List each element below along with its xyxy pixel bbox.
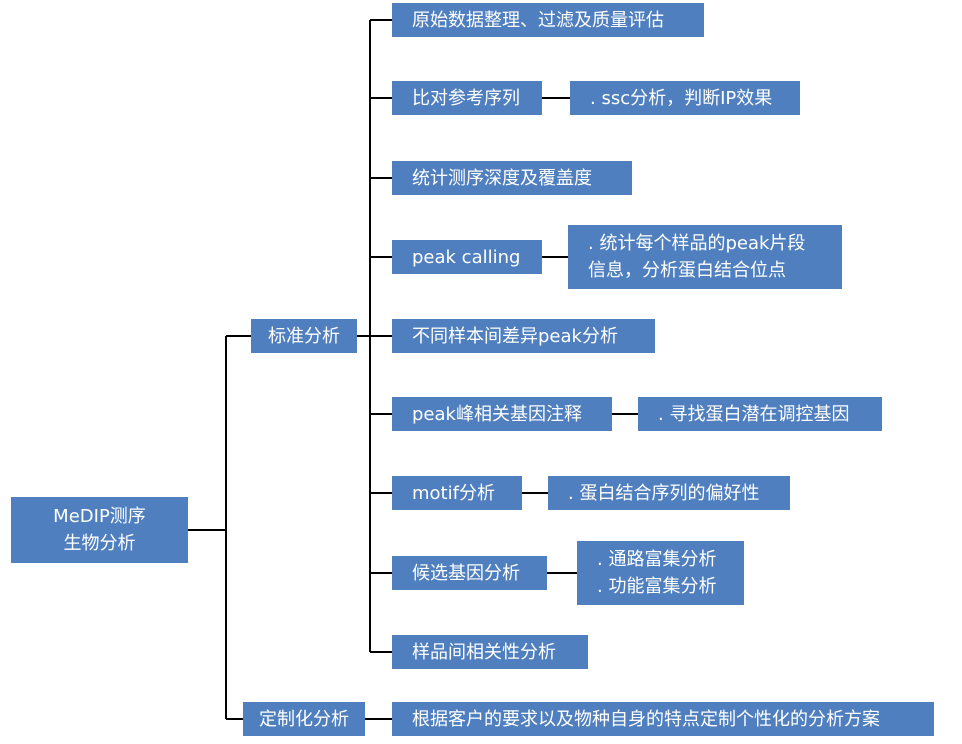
root-node: MeDIP测序 生物分析 xyxy=(11,497,188,563)
item-label: 比对参考序列 xyxy=(412,87,520,109)
item-node: 统计测序深度及覆盖度 xyxy=(392,161,632,195)
item-node: 原始数据整理、过滤及质量评估 xyxy=(392,3,704,37)
item-label: peak calling xyxy=(412,246,521,268)
item-label: 样品间相关性分析 xyxy=(412,641,556,663)
detail-line: . 蛋白结合序列的偏好性 xyxy=(568,482,760,504)
item-label: motif分析 xyxy=(412,482,495,504)
standard-analysis-node: 标准分析 xyxy=(251,319,357,353)
detail-line: . 通路富集分析 xyxy=(597,549,717,570)
item-label: 统计测序深度及覆盖度 xyxy=(412,167,592,189)
item-label: 不同样本间差异peak分析 xyxy=(412,325,618,347)
item-label: peak峰相关基因注释 xyxy=(412,403,582,425)
item-label: 候选基因分析 xyxy=(412,562,520,584)
item-node: 比对参考序列 xyxy=(392,81,542,115)
item-node: 根据客户的要求以及物种自身的特点定制个性化的分析方案 xyxy=(392,702,934,736)
item-label: 原始数据整理、过滤及质量评估 xyxy=(412,9,664,31)
detail-line: . 功能富集分析 xyxy=(597,576,717,597)
detail-node: . 寻找蛋白潜在调控基因 xyxy=(638,397,882,431)
detail-node: . 通路富集分析 . 功能富集分析 xyxy=(577,541,744,605)
detail-line: . 统计每个样品的peak片段 xyxy=(588,233,806,254)
detail-node: . 蛋白结合序列的偏好性 xyxy=(548,476,790,510)
item-node: peak calling xyxy=(392,240,542,274)
standard-analysis-label: 标准分析 xyxy=(268,325,340,347)
detail-node: . ssc分析，判断IP效果 xyxy=(570,81,800,115)
root-line-1: MeDIP测序 xyxy=(53,506,146,527)
custom-analysis-label: 定制化分析 xyxy=(259,708,349,730)
item-label: 根据客户的要求以及物种自身的特点定制个性化的分析方案 xyxy=(412,708,880,730)
detail-line: . ssc分析，判断IP效果 xyxy=(590,87,773,109)
detail-line: . 寻找蛋白潜在调控基因 xyxy=(658,403,850,425)
root-line-2: 生物分析 xyxy=(63,533,136,554)
item-node: 候选基因分析 xyxy=(392,556,547,590)
item-node: motif分析 xyxy=(392,476,522,510)
item-node: peak峰相关基因注释 xyxy=(392,397,612,431)
item-node: 不同样本间差异peak分析 xyxy=(392,319,655,353)
detail-line: 信息，分析蛋白结合位点 xyxy=(588,260,786,281)
custom-analysis-node: 定制化分析 xyxy=(243,702,365,736)
detail-node: . 统计每个样品的peak片段 信息，分析蛋白结合位点 xyxy=(568,225,842,289)
item-node: 样品间相关性分析 xyxy=(392,635,588,669)
